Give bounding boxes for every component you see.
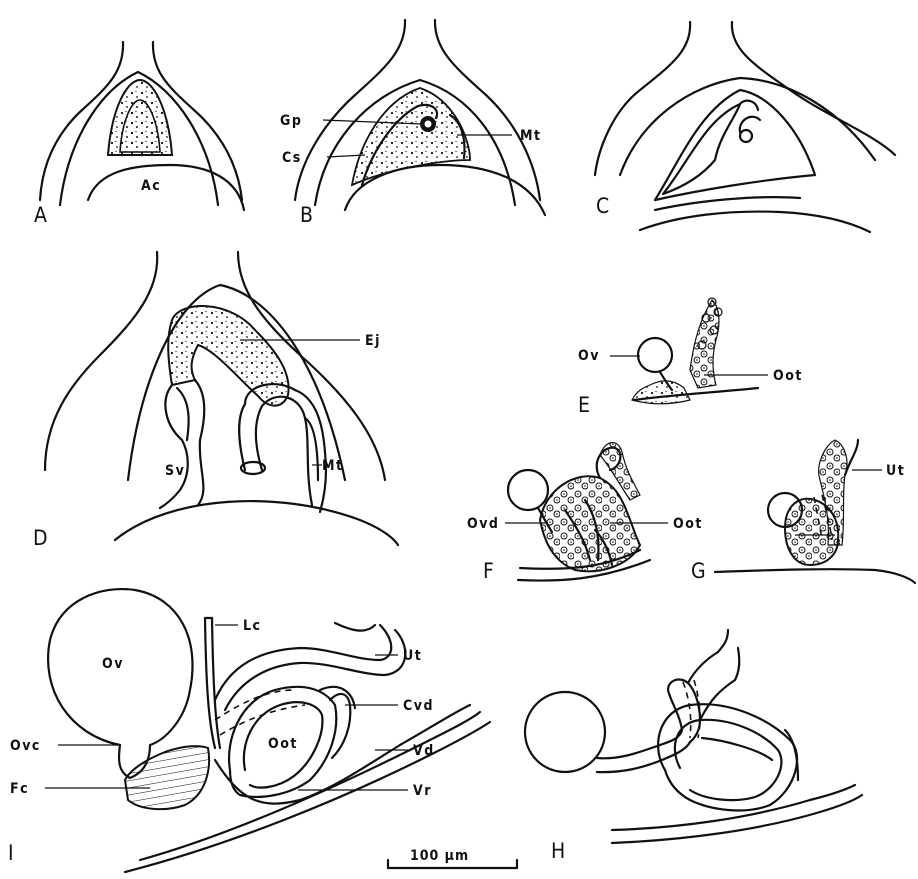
panel-f: Ovd Oot F — [467, 443, 703, 583]
label-fc: Fc — [10, 781, 29, 797]
label-oot-f: Oot — [673, 516, 703, 532]
panel-b: Gp Cs Mt B — [280, 20, 545, 227]
label-vd: Vd — [413, 743, 435, 759]
scale-bar-label: 100 µm — [410, 848, 469, 864]
label-ac: Ac — [141, 178, 161, 194]
label-ut-g: Ut — [886, 463, 905, 479]
panel-letter-b: B — [300, 203, 313, 227]
label-mt-d: Mt — [322, 458, 344, 474]
label-ut-i: Ut — [403, 648, 422, 664]
scale-bar: 100 µm — [388, 848, 517, 868]
panel-letter-g: G — [691, 559, 706, 583]
label-lc: Lc — [243, 618, 262, 634]
panel-h: H — [525, 630, 862, 863]
label-gp: Gp — [280, 113, 302, 129]
label-ovd: Ovd — [467, 516, 499, 532]
label-vr: Vr — [413, 783, 432, 799]
panel-d: Ej Sv Mt D — [33, 252, 398, 550]
label-ovc: Ovc — [10, 738, 41, 754]
panel-letter-h: H — [551, 839, 565, 863]
label-sv: Sv — [165, 463, 185, 479]
panel-g: Ut G — [691, 440, 915, 583]
label-ov-e: Ov — [578, 348, 600, 364]
panel-letter-c: C — [596, 194, 609, 218]
panel-i: Ov Lc Ut Cvd Ovc Oot Vd Fc Vr I — [8, 589, 490, 872]
label-ov-i: Ov — [102, 656, 124, 672]
panel-letter-a: A — [34, 203, 47, 227]
panel-letter-f: F — [483, 559, 494, 583]
label-cvd: Cvd — [403, 698, 434, 714]
label-cs: Cs — [282, 150, 302, 166]
panel-letter-e: E — [578, 393, 590, 417]
panel-e: Ov Oot E — [578, 298, 803, 417]
panel-letter-i: I — [8, 841, 14, 865]
label-oot-i: Oot — [268, 736, 298, 752]
panel-c: C — [595, 22, 895, 232]
panel-a: Ac A — [34, 42, 244, 227]
panel-letter-d: D — [33, 526, 48, 550]
label-ej: Ej — [365, 333, 381, 349]
label-oot-e: Oot — [773, 368, 803, 384]
label-mt-b: Mt — [520, 128, 542, 144]
